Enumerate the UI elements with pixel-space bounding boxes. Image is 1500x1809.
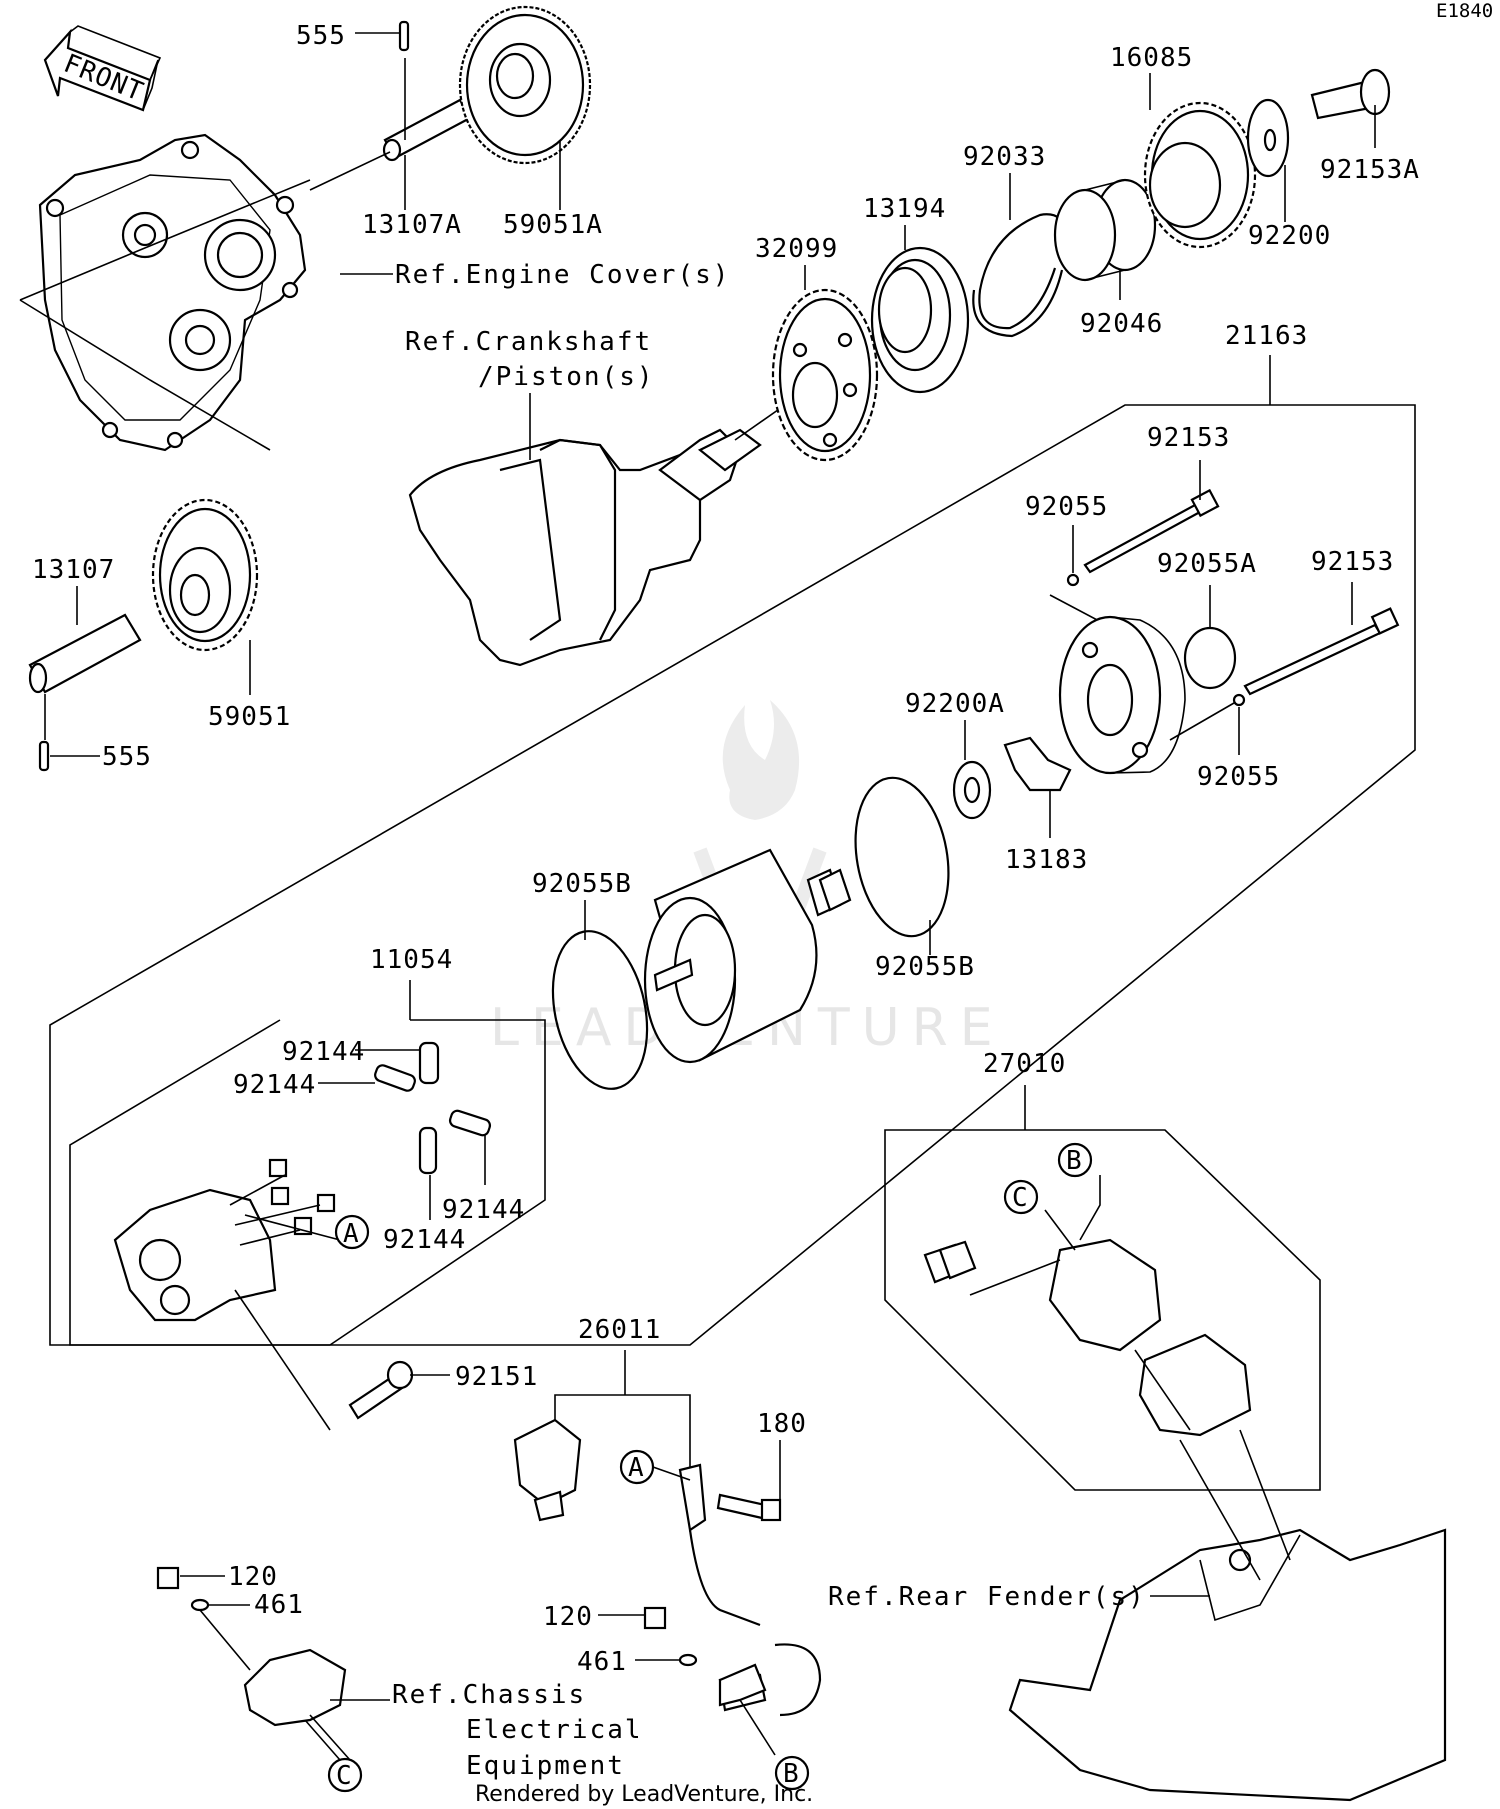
bracket-chassis [199,1609,390,1761]
bolt-92151 [348,1360,450,1420]
label-16085: 16085 [1110,43,1193,73]
label-92153-b: 92153 [1311,547,1394,577]
clutch-13194 [870,225,970,394]
callout-C-chassis-text: C [336,1761,353,1791]
relay [923,1175,1252,1437]
label-555-top: 555 [296,21,346,51]
oring-92055B-left [551,930,649,1090]
callout-C-chassis [327,1757,363,1793]
callout-A-cable-text: A [628,1453,645,1483]
ref-crankshaft-1: Ref.Crankshaft [405,327,652,357]
callout-C-relay-text: C [1012,1183,1029,1213]
label-92055-a: 92055 [1025,492,1108,522]
brush-holder [113,1158,341,1431]
label-13194: 13194 [863,194,946,224]
terminal-bracket [718,1663,776,1756]
label-461-a: 461 [254,1590,304,1620]
label-13107: 13107 [32,555,115,585]
label-32099: 32099 [755,234,838,264]
crankshaft [408,404,786,667]
callout-B-relay-text: B [1066,1146,1083,1176]
ref-chassis-2: Electrical [466,1715,643,1745]
label-92144-c: 92144 [442,1195,525,1225]
label-120-a: 120 [228,1562,278,1592]
callout-A-left-text: A [343,1219,360,1249]
label-92046: 92046 [1080,309,1163,339]
label-92144-b: 92144 [233,1070,316,1100]
label-92200: 92200 [1248,221,1331,251]
label-92055B-b: 92055B [875,952,975,982]
relay-box [884,1085,1321,1491]
label-59051A: 59051A [503,210,603,240]
callout-C-relay [1003,1179,1039,1215]
label-461-b: 461 [577,1647,627,1677]
springs-92144 [374,1041,492,1175]
oring-92055B-right [854,776,950,938]
label-21163: 21163 [1225,321,1308,351]
credit-text: Rendered by LeadVenture, Inc. [475,1782,813,1807]
label-120-b: 120 [543,1602,593,1632]
label-13107A: 13107A [362,210,462,240]
label-92144-a: 92144 [282,1037,365,1067]
washer-92200 [1246,98,1290,222]
gear-16085 [1143,73,1257,249]
bolt-180 [716,1440,782,1522]
engine-cover [19,133,311,452]
pin-555-bottom [38,740,50,772]
oring-92055-upper [1066,573,1080,587]
label-92153-a: 92153 [1147,423,1230,453]
callout-B-relay [1057,1142,1093,1178]
bolt-92153-lower [1243,582,1400,696]
front-arrow-icon: FRONT [43,25,162,112]
diagram-code: E1840 [1436,0,1493,22]
label-180: 180 [757,1409,807,1439]
ref-engine-cover: Ref.Engine Cover(s) [395,260,730,290]
label-13183: 13183 [1005,845,1088,875]
ref-chassis-3: Equipment [466,1751,625,1781]
label-59051: 59051 [208,702,291,732]
label-92055A: 92055A [1157,549,1257,579]
label-92144-d: 92144 [383,1225,466,1255]
callout-A-left [334,1214,370,1250]
label-27010: 27010 [983,1049,1066,1079]
shaft-13107A [309,58,472,210]
label-11054: 11054 [370,945,453,975]
label-92033: 92033 [963,142,1046,172]
starter-motor [643,848,852,1064]
bolt-120-right [643,1606,667,1630]
plate-13183 [1003,736,1072,792]
ref-rear-fender: Ref.Rear Fender(s) [828,1582,1146,1612]
pin-555-top [398,20,410,52]
ref-chassis-1: Ref.Chassis [392,1680,586,1710]
label-92055B-a: 92055B [532,869,632,899]
ref-crankshaft-2: /Piston(s) [478,362,655,392]
callout-B-cable-text: B [783,1759,800,1789]
front-label: FRONT [59,49,147,108]
washer-461-right [678,1653,698,1667]
label-92151: 92151 [455,1362,538,1392]
bearing-92046 [1053,178,1157,300]
rear-fender [1008,1429,1447,1802]
label-92055-b: 92055 [1197,762,1280,792]
label-92153A: 92153A [1320,155,1420,185]
oring-92055A [1183,626,1237,690]
washer-461-left [190,1598,210,1612]
bolt-120-left [156,1566,180,1590]
bolt-92153-upper [1083,460,1220,574]
label-555-bottom: 555 [102,742,152,772]
oring-92055-lower [1232,693,1246,707]
gear-59051 [151,498,259,695]
starter-end-cover [1058,615,1186,775]
bolt-92153A [1310,68,1391,148]
gear-59051A [458,5,592,210]
circlip-92033 [972,173,1072,338]
brush-holder-box [69,980,546,1346]
callout-B-cable [774,1755,810,1791]
starter-assembly-bracket [49,355,1416,1346]
label-26011: 26011 [578,1315,661,1345]
shaft-13107 [28,586,142,740]
sprocket-32099 [771,265,879,462]
label-92200A: 92200A [905,689,1005,719]
